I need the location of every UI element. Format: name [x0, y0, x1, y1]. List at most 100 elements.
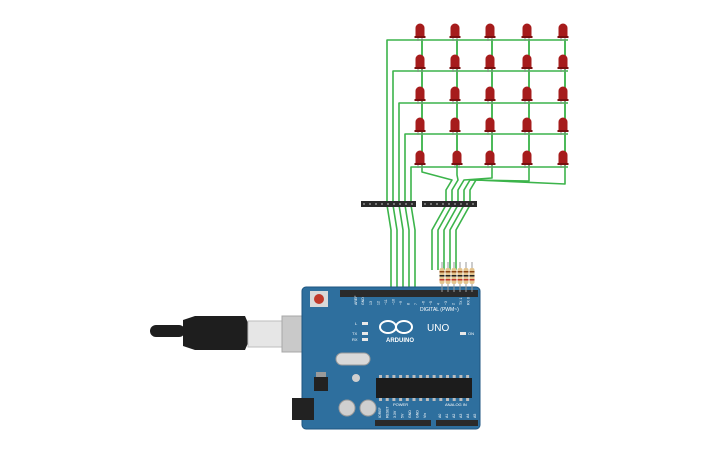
chip-pin	[405, 375, 409, 378]
power-pin-label: IOREF	[378, 407, 382, 418]
analog-pin-label: A3	[459, 414, 463, 418]
analog-pin-label: A2	[452, 414, 456, 418]
led-r2-c2[interactable]	[449, 54, 461, 73]
led-rim	[484, 99, 496, 101]
header-hole	[399, 203, 401, 205]
resistor-3[interactable]	[451, 262, 457, 292]
on-indicator	[460, 332, 466, 335]
led-r4-c4[interactable]	[521, 117, 533, 136]
l-indicator	[362, 322, 368, 325]
led-rim	[449, 67, 461, 69]
led-r2-c1[interactable]	[414, 54, 426, 73]
logo-right-loop	[395, 320, 413, 334]
led-dome	[522, 117, 532, 127]
resistor-band	[445, 271, 451, 273]
led-r3-c2[interactable]	[449, 86, 461, 105]
power-label: POWER	[393, 402, 408, 407]
analog-label: ANALOG IN	[445, 402, 467, 407]
led-matrix	[414, 23, 569, 169]
chip-pin	[459, 375, 463, 378]
led-r2-c4[interactable]	[521, 54, 533, 73]
col-wire-5[interactable]	[455, 40, 566, 270]
rx-label: RX	[352, 337, 358, 342]
power-pin-label: Vin	[423, 413, 427, 418]
col-wire-2[interactable]	[437, 40, 459, 270]
led-r3-c1[interactable]	[414, 86, 426, 105]
wires-layer	[386, 39, 568, 290]
led-r3-c3[interactable]	[484, 86, 496, 105]
digital-pin-label: ~10	[392, 299, 396, 305]
row-wire-1[interactable]	[386, 39, 568, 290]
led-dome	[485, 117, 495, 127]
row-wire-5[interactable]	[410, 166, 568, 290]
chip-pin	[466, 375, 470, 378]
chip-pin	[379, 398, 382, 401]
chip-pins	[379, 375, 470, 401]
col-wire-4[interactable]	[449, 40, 530, 270]
led-r5-c5[interactable]	[557, 150, 569, 169]
led-r1-c5[interactable]	[557, 23, 569, 42]
led-rim	[521, 99, 533, 101]
resistor-band	[463, 271, 469, 273]
led-rim	[557, 99, 569, 101]
resistor-4[interactable]	[457, 262, 463, 292]
led-dome	[450, 23, 460, 33]
led-dome	[485, 86, 495, 96]
chip-pin	[385, 375, 389, 378]
usb-cable	[150, 315, 315, 353]
led-r5-c1[interactable]	[414, 150, 426, 169]
led-r4-c1[interactable]	[414, 117, 426, 136]
header-hole	[436, 203, 438, 205]
brand-text: ARDUINO	[386, 338, 414, 344]
led-r2-c5[interactable]	[557, 54, 569, 73]
led-r3-c4[interactable]	[521, 86, 533, 105]
header-hole	[411, 203, 413, 205]
led-dome	[522, 54, 532, 64]
crystal-oscillator	[335, 352, 371, 366]
led-r4-c5[interactable]	[557, 117, 569, 136]
led-r1-c1[interactable]	[414, 23, 426, 42]
chip-pin	[405, 398, 409, 401]
resistor-2[interactable]	[445, 262, 451, 292]
capacitor-2	[359, 399, 377, 417]
col-wire-1[interactable]	[421, 40, 453, 270]
led-r2-c3[interactable]	[484, 54, 496, 73]
led-dome	[558, 23, 568, 33]
header-hole	[393, 203, 395, 205]
header-hole	[369, 203, 371, 205]
led-dome	[415, 150, 425, 160]
led-dome	[452, 150, 462, 160]
resistor-6[interactable]	[469, 262, 475, 292]
power-header	[375, 420, 431, 426]
led-r3-c5[interactable]	[557, 86, 569, 105]
led-r5-c4[interactable]	[521, 150, 533, 169]
resistor-band	[451, 275, 457, 277]
resistor-band	[463, 275, 469, 277]
digital-pin-label: ~5	[429, 301, 433, 305]
led-rim	[484, 67, 496, 69]
analog-pin-label: A1	[445, 414, 449, 418]
led-r5-c2[interactable]	[451, 150, 463, 169]
chip-pin	[446, 398, 449, 401]
chip-pin	[419, 398, 423, 401]
led-rim	[414, 99, 426, 101]
col-wire-3[interactable]	[443, 40, 493, 270]
led-dome	[485, 54, 495, 64]
chip-pin	[432, 375, 436, 378]
chip-pin	[392, 375, 396, 378]
led-r4-c2[interactable]	[449, 117, 461, 136]
reset-button[interactable]	[314, 294, 324, 304]
capacitor-1	[338, 399, 356, 417]
led-dome	[485, 150, 495, 160]
led-r1-c3[interactable]	[484, 23, 496, 42]
led-r4-c3[interactable]	[484, 117, 496, 136]
resistor-5[interactable]	[463, 262, 469, 292]
chip-pin	[392, 398, 396, 401]
chip-pin	[379, 375, 382, 378]
header-hole	[430, 203, 432, 205]
resistor-1[interactable]	[439, 262, 445, 292]
led-r1-c2[interactable]	[449, 23, 461, 42]
led-r5-c3[interactable]	[484, 150, 496, 169]
led-r1-c4[interactable]	[521, 23, 533, 42]
